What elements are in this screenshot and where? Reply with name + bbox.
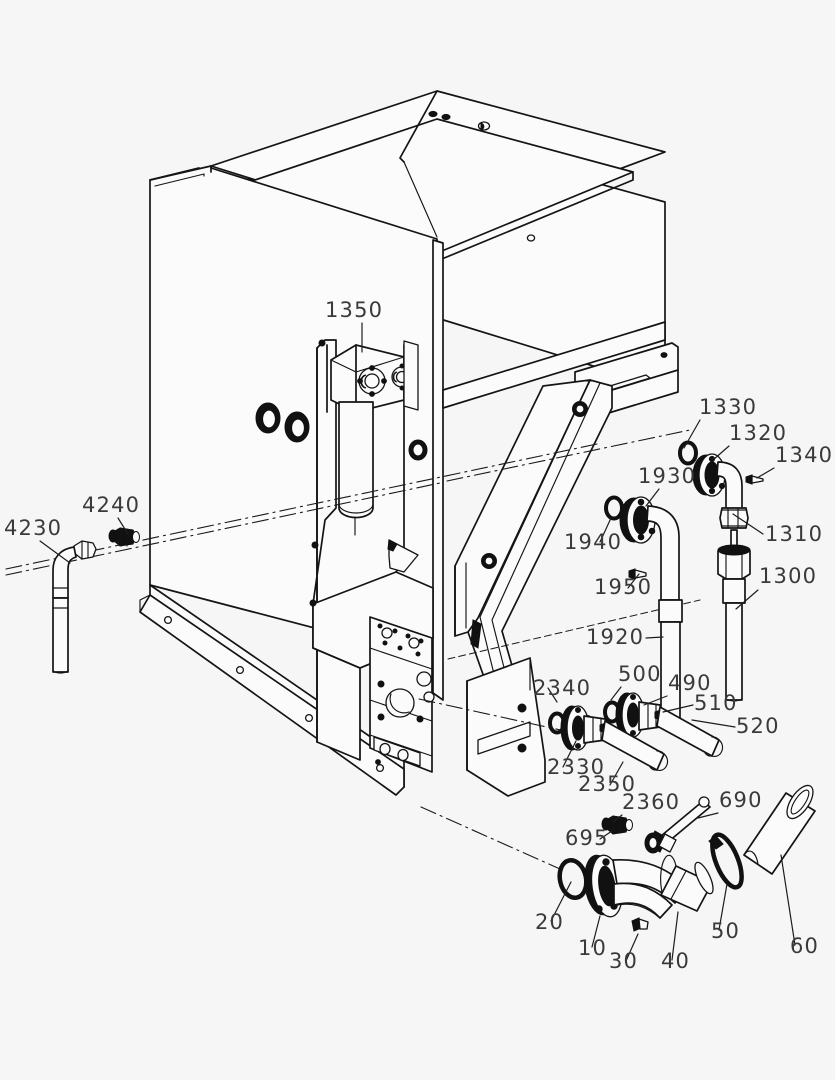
callout-label-1350: 1350	[325, 298, 383, 322]
callout-label-1940: 1940	[564, 530, 622, 554]
leader-line-2330	[562, 740, 577, 768]
leader-line-520	[691, 719, 736, 728]
callout-label-1310: 1310	[765, 522, 823, 546]
callout-label-1950: 1950	[594, 575, 652, 599]
leader-line-510	[662, 704, 694, 713]
leader-line-4230	[39, 540, 71, 564]
leader-line-50	[718, 883, 728, 931]
leader-line-1320	[712, 445, 730, 461]
leader-line-1950	[627, 573, 640, 589]
leader-line-490	[643, 695, 668, 706]
leader-line-2360	[612, 814, 623, 823]
leader-line-1340	[756, 467, 775, 479]
leader-line-20	[550, 881, 572, 922]
callout-label-510: 510	[694, 691, 738, 715]
part-10-elbow-body	[584, 854, 689, 919]
leader-lines	[39, 322, 796, 962]
filter-head-assembly-1350	[326, 340, 419, 536]
callout-label-10: 10	[578, 936, 607, 960]
part-60-outlet-tube	[743, 784, 816, 875]
leader-line-500	[610, 686, 622, 701]
callout-label-20: 20	[535, 910, 564, 934]
callout-label-4240: 4240	[82, 493, 140, 517]
part-50-clamp-ring	[708, 832, 744, 890]
assembly-10-elbow	[557, 784, 816, 932]
cabinet-housing	[139, 90, 679, 796]
panel-grommets	[255, 402, 310, 443]
part-1300-hex-nut	[717, 544, 751, 580]
callout-label-1340: 1340	[775, 443, 833, 467]
part-4240-fitting	[108, 527, 140, 547]
leader-line-690	[697, 812, 719, 819]
centerlines	[5, 429, 701, 870]
leader-line-2340	[547, 687, 558, 703]
leader-line-2350	[609, 761, 624, 786]
leader-line-60	[780, 854, 796, 946]
leader-line-1300	[735, 589, 759, 610]
leader-line-1930	[645, 488, 660, 507]
callout-label-490: 490	[668, 671, 712, 695]
part-690-clamp-rod	[644, 796, 711, 854]
part-4230-hose	[52, 527, 140, 674]
part-1310-coupling	[719, 507, 749, 529]
assembly-2330-lower	[548, 705, 669, 835]
assembly-490-upper	[603, 692, 724, 758]
callout-label-1330: 1330	[699, 395, 757, 419]
leader-line-40	[671, 911, 679, 961]
callout-label-40: 40	[661, 949, 690, 973]
diagonal-support-bracket	[454, 379, 613, 797]
callout-label-2360: 2360	[622, 790, 680, 814]
callout-label-2330: 2330	[547, 755, 605, 779]
assembly-1920-center	[604, 495, 683, 724]
callout-label-4230: 4230	[4, 516, 62, 540]
leader-line-30	[625, 933, 639, 962]
callout-label-2340: 2340	[533, 676, 591, 700]
callout-label-1320: 1320	[729, 421, 787, 445]
callout-label-50: 50	[711, 919, 740, 943]
callout-label-520: 520	[736, 714, 780, 738]
leader-line-695	[599, 830, 613, 840]
callout-label-60: 60	[790, 934, 819, 958]
part-1320-elbow-flange	[692, 453, 743, 513]
assembly-1300-right	[678, 440, 764, 702]
leader-line-1330	[683, 419, 701, 449]
leader-line-1310	[732, 513, 764, 535]
part-1340-bolt	[745, 474, 764, 485]
part-40-connector-sleeve	[660, 854, 714, 912]
leader-line-1940	[599, 517, 612, 543]
part-30-bolt	[631, 917, 649, 932]
callout-label-1920: 1920	[586, 625, 644, 649]
leader-line-10	[591, 915, 601, 948]
callout-label-1930: 1930	[638, 464, 696, 488]
callout-label-500: 500	[618, 662, 662, 686]
callout-label-30: 30	[609, 949, 638, 973]
callout-label-2350: 2350	[578, 772, 636, 796]
leader-line-1920	[645, 636, 664, 639]
callout-label-1300: 1300	[759, 564, 817, 588]
part-695-nut	[601, 815, 633, 835]
callout-label-690: 690	[719, 788, 763, 812]
callout-label-695: 695	[565, 826, 609, 850]
leader-line-4240	[117, 517, 129, 535]
